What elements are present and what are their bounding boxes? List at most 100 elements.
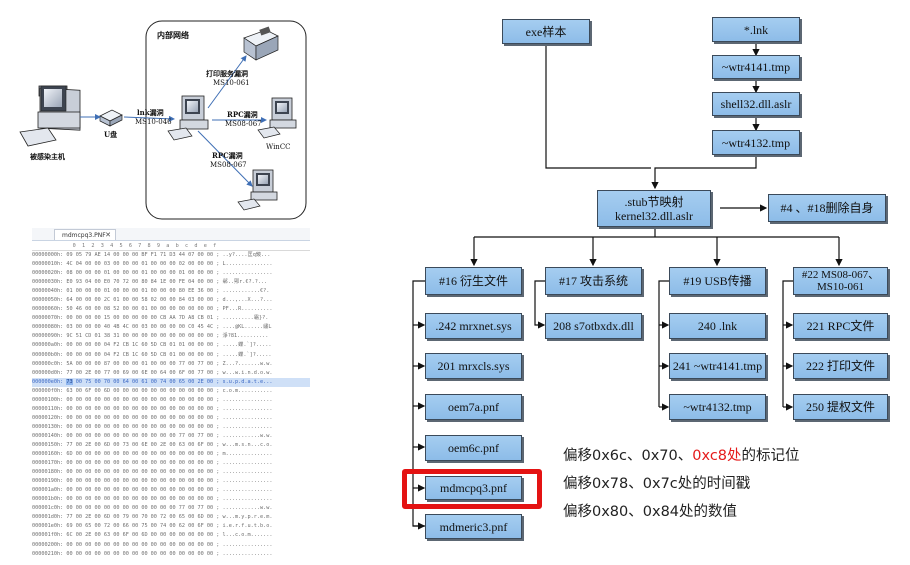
lnk-vuln-id: MS10-046 — [135, 118, 172, 126]
hex-row-bytes: 77 00 2E 00 77 00 69 00 6E 00 64 00 6F 0… — [66, 369, 214, 376]
hex-row-ascii: 淨?81.......... — [222, 333, 269, 340]
hex-row[interactable]: 00000100h: 00 00 00 00 00 00 00 00 00 00… — [32, 396, 273, 403]
hex-row[interactable]: 00000070h: 00 00 00 00 15 00 00 00 00 00… — [32, 315, 269, 322]
hex-row-bytes: 5A 00 00 00 87 00 00 00 01 00 00 00 77 0… — [66, 360, 214, 367]
hex-row[interactable]: 000001a0h: 00 00 00 00 00 00 00 00 00 00… — [32, 487, 273, 494]
file-node: 241 ~wtr4141.tmp — [669, 353, 766, 379]
rpc-vuln-2-label: RPC漏洞 — [212, 151, 243, 160]
hex-row-bytes: 00 00 00 00 00 00 00 00 00 00 00 00 00 0… — [66, 496, 214, 503]
hex-row[interactable]: 00000140h: 00 00 00 00 00 00 00 00 00 00… — [32, 432, 273, 439]
hex-row[interactable]: 00000040h: 01 00 00 00 01 00 00 00 01 00… — [32, 288, 270, 295]
branch-19-node: #19 USB传播 — [669, 267, 766, 295]
hex-row-ascii: ................ — [222, 396, 273, 403]
hex-row[interactable]: 00000110h: 00 00 00 00 00 00 00 00 00 00… — [32, 405, 273, 412]
central-computer-icon — [167, 95, 209, 141]
hex-row-ascii: ................ — [222, 541, 273, 548]
usb-label: U盘 — [104, 130, 118, 139]
hex-row[interactable]: 00000090h: 9C 51 CD 01 38 31 00 00 00 00… — [32, 333, 269, 340]
hex-row-bytes: E0 93 04 00 E0 70 72 00 80 84 1E 00 FE 0… — [66, 279, 214, 286]
hex-row-offset: 00000030h: — [32, 279, 64, 286]
hex-row-offset: 00000150h: — [32, 441, 64, 448]
hex-row-offset: 00000060h: — [32, 306, 64, 313]
hex-row[interactable]: 00000180h: 00 00 00 00 00 00 00 00 00 00… — [32, 469, 273, 476]
hex-row-offset: 00000120h: — [32, 414, 64, 421]
hex-row[interactable]: 00000170h: 00 00 00 00 00 00 00 00 00 00… — [32, 460, 273, 467]
hex-rows: 00000000h: 09 05 79 AE 14 00 00 00 BF F1… — [32, 251, 310, 558]
hex-row-bytes: 9C 51 CD 01 38 31 00 00 00 00 00 00 00 0… — [66, 333, 214, 340]
hex-row-bytes: 08 00 00 00 01 00 00 00 01 00 00 00 01 0… — [66, 270, 214, 277]
hex-row-bytes: 00 00 00 00 15 00 00 00 00 00 CB AA 7D A… — [66, 315, 214, 322]
close-icon[interactable]: ✕ — [105, 231, 111, 239]
internal-network-boundary — [145, 20, 307, 220]
hex-row[interactable]: 000001f0h: 6C 00 2E 00 63 00 6F 00 6D 00… — [32, 532, 273, 539]
hex-row[interactable]: 000001d0h: 77 00 2E 00 6D 00 79 00 70 00… — [32, 514, 273, 521]
rpc-vuln-1-label: RPC漏洞 — [227, 110, 258, 119]
hex-row[interactable]: 00000190h: 00 00 00 00 00 00 00 00 00 00… — [32, 478, 273, 485]
hex-row-offset: 000001f0h: — [32, 532, 64, 539]
note-line-1-prefix: 偏移0x6c、0x70、 — [563, 448, 693, 464]
stub-section-node: .stub节映射 kernel32.dll.aslr — [597, 190, 711, 227]
hex-row-bytes: 69 00 65 00 72 00 66 00 75 00 74 00 62 0… — [66, 523, 214, 530]
hex-row[interactable]: 000001c0h: 00 00 00 00 00 00 00 00 00 00… — [32, 505, 273, 512]
hex-row-offset: 00000100h: — [32, 396, 64, 403]
hex-row[interactable]: 000001e0h: 69 00 65 00 72 00 66 00 75 00… — [32, 523, 273, 530]
hex-row[interactable]: 000000c0h: 5A 00 00 00 87 00 00 00 01 00… — [32, 360, 273, 367]
network-diagram-graphics — [19, 20, 307, 220]
wtr4141-node: ~wtr4141.tmp — [712, 55, 800, 79]
hex-row-bytes: 64 00 00 00 2C 01 00 00 58 02 00 00 84 0… — [66, 297, 214, 304]
hex-row-bytes: 00 00 00 00 00 00 00 00 00 00 00 00 00 0… — [66, 396, 214, 403]
hex-row[interactable]: 00000150h: 77 00 2E 00 6D 00 73 00 6E 00… — [32, 441, 273, 448]
hex-row-ascii: ................ — [222, 496, 273, 503]
hex-row[interactable]: 000000b0h: 00 00 00 00 04 F2 CB 1C 60 5D… — [32, 351, 272, 358]
hex-row[interactable]: 00000080h: 03 00 00 00 40 4B 4C 00 03 00… — [32, 324, 272, 331]
hex-row[interactable]: 00000050h: 64 00 00 00 2C 01 00 00 58 02… — [32, 297, 273, 304]
hex-row-ascii: L............... — [222, 261, 273, 268]
hex-row-ascii: ................ — [222, 423, 273, 430]
hex-row-ascii: s.u.p.d.a.t.e... — [222, 378, 273, 385]
hex-row-offset: 00000040h: — [32, 288, 64, 295]
hex-row-ascii: ................ — [222, 460, 273, 467]
hex-row-offset: 00000170h: — [32, 460, 64, 467]
print-vuln-id: MS10-061 — [213, 79, 250, 87]
hex-row[interactable]: 000000e0h: 73 00 75 00 70 00 64 00 61 00… — [32, 377, 310, 387]
hex-row-offset: 00000130h: — [32, 423, 64, 430]
hex-row-ascii: ............w.w. — [222, 432, 273, 439]
hex-row[interactable]: 00000160h: 6D 00 00 00 00 00 00 00 00 00… — [32, 451, 273, 458]
hex-row-bytes: 4C 04 00 00 03 00 00 00 01 00 00 00 02 0… — [66, 261, 214, 268]
hex-file-tab[interactable]: mdmcpq3.PNF ✕ — [54, 229, 116, 240]
hex-row[interactable]: 00000010h: 4C 04 00 00 03 00 00 00 01 00… — [32, 261, 273, 268]
hex-row[interactable]: 000000a0h: 00 00 00 00 04 F2 CB 1C 60 5D… — [32, 342, 272, 349]
hex-row-bytes: 6D 00 00 00 00 00 00 00 00 00 00 00 00 0… — [66, 451, 214, 458]
hex-row-bytes: 00 00 00 00 04 F2 CB 1C 60 5D CB 01 01 0… — [66, 342, 214, 349]
wincc-label: WinCC — [266, 143, 291, 151]
hex-row[interactable]: 00000030h: E0 93 04 00 E0 70 72 00 80 84… — [32, 279, 268, 286]
hex-row[interactable]: 000001b0h: 00 00 00 00 00 00 00 00 00 00… — [32, 496, 273, 503]
file-node: oem7a.pnf — [425, 394, 522, 420]
hex-row-offset: 00000070h: — [32, 315, 64, 322]
selected-byte[interactable]: 73 — [66, 378, 73, 385]
hex-row[interactable]: 00000200h: 00 00 00 00 00 00 00 00 00 00… — [32, 541, 273, 548]
hex-row-ascii: m............... — [222, 451, 273, 458]
hex-row[interactable]: 00000130h: 00 00 00 00 00 00 00 00 00 00… — [32, 423, 273, 430]
hex-row-bytes: 00 00 00 00 00 00 00 00 00 00 00 00 00 0… — [66, 405, 214, 412]
printer-icon — [243, 26, 279, 61]
hex-row[interactable]: 00000000h: 09 05 79 AE 14 00 00 00 BF F1… — [32, 252, 271, 258]
hex-row[interactable]: 00000020h: 08 00 00 00 01 00 00 00 01 00… — [32, 270, 273, 277]
hex-row-offset: 000000d0h: — [32, 369, 64, 376]
lnk-vuln-label: lnk漏洞 — [137, 108, 164, 117]
hex-row-bytes: 77 00 2E 00 6D 00 73 00 6E 00 2E 00 63 0… — [66, 441, 214, 448]
hex-row[interactable]: 00000120h: 00 00 00 00 00 00 00 00 00 00… — [32, 414, 273, 421]
hex-row-bytes: 00 00 00 00 00 00 00 00 00 00 00 00 00 0… — [66, 423, 214, 430]
file-node: 208 s7otbxdx.dll — [545, 313, 642, 339]
hex-row[interactable]: 000000d0h: 77 00 2E 00 77 00 69 00 6E 00… — [32, 369, 273, 376]
hex-row-bytes: 01 00 00 00 01 00 00 00 01 00 00 00 80 E… — [66, 288, 214, 295]
hex-row[interactable]: 000000f0h: 63 00 6F 00 6D 00 00 00 00 00… — [32, 387, 273, 394]
hex-row-ascii: ................ — [222, 550, 273, 557]
hex-row-offset: 00000000h: — [32, 252, 64, 258]
delete-self-node: #4 、#18删除自身 — [768, 194, 886, 222]
hex-row[interactable]: 00000060h: 50 46 00 00 08 52 00 00 01 00… — [32, 306, 273, 313]
hex-row-ascii: d...,...X...?... — [222, 297, 273, 304]
hex-row[interactable]: 00000210h: 00 00 00 00 00 00 00 00 00 00… — [32, 550, 273, 557]
hex-row-bytes: 6C 00 2E 00 63 00 6F 00 6D 00 00 00 00 0… — [66, 532, 214, 539]
